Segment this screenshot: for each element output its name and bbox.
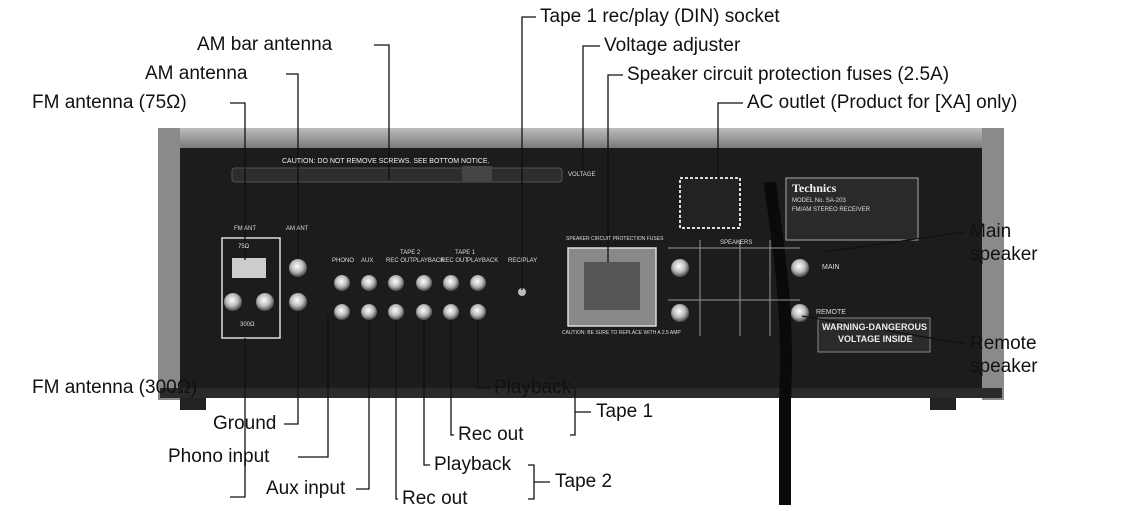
panel-tape2-playback: PLAYBACK	[413, 258, 444, 264]
foot-left	[180, 398, 206, 410]
bar-antenna-rod	[232, 168, 562, 182]
ac-outlet-frame	[680, 178, 740, 228]
callout-am-antenna: AM antenna	[145, 63, 247, 85]
panel-fuse-caution: CAUTION: BE SURE TO REPLACE WITH A 2.5 A…	[562, 330, 681, 336]
tape2-playback-jack-top	[416, 275, 432, 291]
callout-tape1-socket: Tape 1 rec/play (DIN) socket	[540, 6, 780, 28]
fuse-holder-inner	[584, 262, 640, 310]
am-antenna-jack	[289, 259, 307, 277]
callout-tape1-group: Tape 1	[596, 401, 653, 423]
tape1-rec-out-jack-bottom	[443, 304, 459, 320]
panel-voltage: VOLTAGE	[568, 172, 595, 178]
tape1-rec-out-jack-top	[443, 275, 459, 291]
panel-fm-ant-ohm: 75Ω	[238, 244, 249, 250]
fm-300-jack-left	[224, 293, 242, 311]
callout-remote-speaker-line1: Remote	[970, 333, 1037, 355]
callout-tape2-group: Tape 2	[555, 471, 612, 493]
tape1-playback-jack-bottom	[470, 304, 486, 320]
tape1-playback-jack-top	[470, 275, 486, 291]
callout-speaker-fuses: Speaker circuit protection fuses (2.5A)	[627, 64, 949, 86]
panel-product: FM/AM STEREO RECEIVER	[792, 207, 870, 213]
main-speaker-terminal-left	[671, 259, 689, 277]
callout-tape1-playback: Playback	[494, 377, 571, 399]
fuse-holder-block	[568, 248, 656, 326]
chassis-left-side	[158, 128, 180, 400]
aux-input-jack-top	[361, 275, 377, 291]
phono-input-jack-top	[334, 275, 350, 291]
panel-caution-top: CAUTION: DO NOT REMOVE SCREWS. SEE BOTTO…	[282, 158, 489, 165]
tape2-rec-out-jack-top	[388, 275, 404, 291]
panel-tape1: TAPE 1	[455, 250, 475, 256]
panel-tape1-rec-out: REC OUT	[441, 258, 468, 264]
foot-right	[930, 398, 956, 410]
ac-outlet	[680, 178, 740, 228]
callout-aux-input: Aux input	[266, 478, 345, 500]
callout-fm-antenna-300: FM antenna (300Ω)	[32, 377, 197, 399]
panel-fm-ant-label: FM ANT	[234, 226, 256, 232]
panel-tape1-playback: PLAYBACK	[467, 258, 498, 264]
panel-main: MAIN	[822, 264, 840, 271]
callout-fm-antenna-75: FM antenna (75Ω)	[32, 92, 187, 114]
chassis-bottom-edge	[160, 388, 1002, 398]
callout-main-speaker-line1: Main	[970, 221, 1011, 243]
leader-tape2-bracket	[528, 465, 550, 499]
panel-fm-300-label: 300Ω	[240, 322, 255, 328]
panel-warning-2: VOLTAGE INSIDE	[838, 334, 913, 344]
tape2-rec-out-jack-bottom	[388, 304, 404, 320]
callout-tape1-rec-out: Rec out	[458, 424, 523, 446]
callout-remote-speaker-line2: speaker	[970, 356, 1038, 378]
panel-aux: AUX	[361, 258, 373, 264]
bar-antenna-bracket	[462, 166, 492, 182]
panel-speakers: SPEAKERS	[720, 240, 752, 246]
main-speaker-terminal-right	[791, 259, 809, 277]
chassis-top-bevel	[158, 128, 1003, 148]
panel-am-ant-label: AM ANT	[286, 226, 308, 232]
remote-speaker-terminal-left	[671, 304, 689, 322]
panel-phono: PHONO	[332, 258, 354, 264]
panel-tape2-rec-out: REC OUT	[386, 258, 413, 264]
panel-rec-play: REC/PLAY	[508, 258, 537, 264]
callout-am-bar-antenna: AM bar antenna	[197, 34, 332, 56]
panel-brand: Technics	[792, 181, 836, 196]
aux-input-jack-bottom	[361, 304, 377, 320]
panel-warning-1: WARNING-DANGEROUS	[822, 322, 927, 332]
phono-input-jack-bottom	[334, 304, 350, 320]
callout-tape2-rec-out: Rec out	[402, 488, 467, 510]
fm-300-jack-right	[256, 293, 274, 311]
panel-fuse-label: SPEAKER CIRCUIT PROTECTION FUSES	[566, 236, 663, 242]
callout-ac-outlet: AC outlet (Product for [XA] only)	[747, 92, 1017, 114]
panel-model: MODEL No. SA-203	[792, 198, 846, 204]
callout-voltage-adjuster: Voltage adjuster	[604, 35, 740, 57]
panel-remote: REMOTE	[816, 309, 846, 316]
callout-main-speaker-line2: speaker	[970, 244, 1038, 266]
am-bar-antenna	[232, 166, 562, 182]
tape2-playback-jack-bottom	[416, 304, 432, 320]
callout-ground: Ground	[213, 413, 276, 435]
panel-tape2: TAPE 2	[400, 250, 420, 256]
remote-speaker-terminal-right	[791, 304, 809, 322]
callout-tape2-playback: Playback	[434, 454, 511, 476]
callout-phono-input: Phono input	[168, 446, 269, 468]
ground-jack	[289, 293, 307, 311]
fm-75-terminal	[232, 258, 266, 278]
